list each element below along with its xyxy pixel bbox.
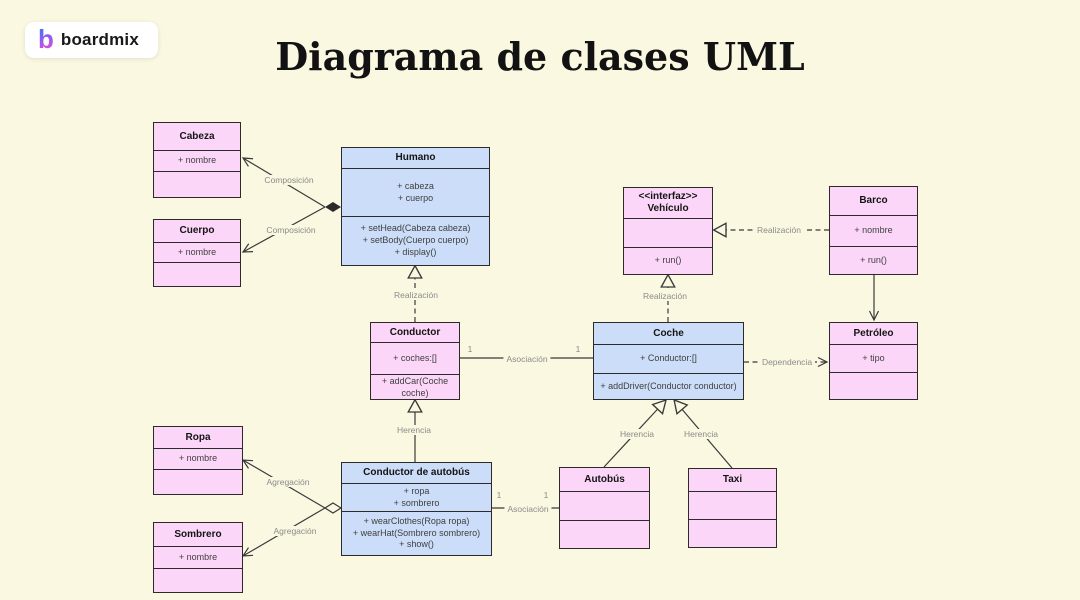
compartment-attributes: + ropa + sombrero [342, 483, 491, 511]
class-title: Conductor [389, 326, 441, 338]
edge-label-composicion-cuerpo: Composición [263, 225, 319, 235]
class-title: Cuerpo [179, 225, 215, 236]
boardmix-logo-icon: b [38, 24, 54, 54]
class-name: Vehículo [647, 203, 689, 214]
class-sombrero[interactable]: Sombrero + nombre [153, 522, 243, 593]
compartment-attributes: + nombre [154, 242, 240, 262]
edge-label-asociacion-conductor-coche: Asociación [503, 354, 551, 364]
attribute: + cabeza [397, 180, 434, 191]
class-humano[interactable]: Humano + cabeza + cuerpo + setHead(Cabez… [341, 147, 490, 266]
compartment-attributes: + nombre [154, 150, 240, 171]
attribute: + nombre [177, 155, 217, 166]
compartment-methods: + addCar(Coche coche) [371, 374, 459, 400]
compartment-methods: + run() [624, 247, 712, 274]
class-petroleo[interactable]: Petróleo + tipo [829, 322, 918, 400]
compartment-attributes: + Conductor:[] [594, 344, 743, 373]
attribute: + nombre [177, 246, 217, 257]
compartment-attributes: + tipo [830, 344, 917, 372]
class-title: Autobús [584, 473, 625, 485]
class-cuerpo[interactable]: Cuerpo + nombre [153, 219, 241, 287]
compartment-attributes: + nombre [154, 546, 242, 568]
edge-label-herencia-taxi: Herencia [680, 429, 722, 439]
method: + setBody(Cuerpo cuerpo) [362, 235, 469, 246]
edge-label-herencia-conductor: Herencia [393, 425, 435, 435]
method: + addCar(Coche coche) [381, 376, 449, 398]
class-title: Barco [859, 195, 888, 206]
stereotype: <<interfaz>> [638, 191, 698, 202]
class-title: Coche [653, 327, 684, 339]
attribute: + ropa [403, 485, 430, 496]
compartment-methods [154, 171, 240, 197]
attribute: + nombre [178, 551, 218, 562]
attribute: + tipo [862, 352, 885, 363]
multiplicity-coche: 1 [575, 344, 581, 354]
compartment-methods: + addDriver(Conductor conductor) [594, 373, 743, 399]
class-title: Petróleo [853, 327, 894, 339]
edge-label-realizacion-coche: Realización [640, 291, 690, 301]
edge-label-agregacion-sombrero: Agregación [270, 526, 320, 536]
compartment-methods: + setHead(Cabeza cabeza) + setBody(Cuerp… [342, 216, 489, 265]
attribute: + nombre [854, 225, 893, 236]
class-title: Sombrero [174, 528, 222, 540]
compartment-attributes [689, 491, 776, 519]
multiplicity-conductor-autobus: 1 [496, 490, 502, 500]
class-conductor[interactable]: Conductor + coches:[] + addCar(Coche coc… [370, 322, 460, 400]
method: + run() [860, 254, 887, 265]
method: + show() [399, 539, 434, 550]
compartment-methods [154, 469, 242, 494]
compartment-methods: + wearClothes(Ropa ropa) + wearHat(Sombr… [342, 511, 491, 555]
method: + run() [654, 255, 682, 266]
class-coche[interactable]: Coche + Conductor:[] + addDriver(Conduct… [593, 322, 744, 400]
class-taxi[interactable]: Taxi [688, 468, 777, 548]
aggregation-diamond-icon [323, 502, 343, 514]
compartment-attributes [624, 218, 712, 247]
edge-label-realizacion-humano: Realización [391, 290, 441, 300]
class-autobus[interactable]: Autobús [559, 467, 650, 549]
edge-label-composicion-cabeza: Composición [261, 175, 317, 185]
attribute: + nombre [178, 453, 218, 464]
compartment-attributes: + nombre [154, 448, 242, 469]
attribute: + coches:[] [393, 352, 437, 363]
class-title: Taxi [722, 474, 743, 485]
edge-label-asociacion-autobus: Asociación [504, 504, 552, 514]
compartment-methods [154, 262, 240, 286]
method: + setHead(Cabeza cabeza) [360, 223, 471, 234]
method: + wearClothes(Ropa ropa) [363, 515, 470, 526]
compartment-methods [830, 372, 917, 399]
attribute: + Conductor:[] [640, 353, 697, 364]
edge-label-dependencia: Dependencia [758, 357, 816, 367]
edge-label-agregacion-ropa: Agregación [263, 477, 313, 487]
page-title: Diagrama de clases UML [275, 34, 805, 79]
class-title: Conductor de autobús [363, 467, 470, 478]
composition-diamond-icon [325, 202, 341, 212]
class-conductor-de-autobus[interactable]: Conductor de autobús + ropa + sombrero +… [341, 462, 492, 556]
edge-label-herencia-autobus: Herencia [616, 429, 658, 439]
compartment-attributes [560, 491, 649, 520]
compartment-attributes: + cabeza + cuerpo [342, 168, 489, 216]
method: + addDriver(Conductor conductor) [600, 380, 737, 391]
class-cabeza[interactable]: Cabeza + nombre [153, 122, 241, 198]
boardmix-logo-text: boardmix [60, 30, 140, 49]
attribute: + sombrero [393, 497, 440, 508]
compartment-methods [560, 520, 649, 548]
attribute: + cuerpo [397, 192, 434, 203]
compartment-methods [154, 568, 242, 592]
edge-label-realizacion-barco: Realización [754, 225, 804, 235]
compartment-methods: + run() [830, 246, 917, 274]
compartment-attributes: + coches:[] [371, 342, 459, 374]
method: + display() [394, 246, 437, 257]
compartment-methods [689, 519, 776, 547]
class-ropa[interactable]: Ropa + nombre [153, 426, 243, 495]
class-vehiculo-interface[interactable]: <<interfaz>> Vehículo + run() [623, 187, 713, 275]
boardmix-logo[interactable]: b boardmix [25, 22, 158, 58]
class-barco[interactable]: Barco + nombre + run() [829, 186, 918, 275]
method: + wearHat(Sombrero sombrero) [352, 527, 481, 538]
multiplicity-conductor: 1 [467, 344, 473, 354]
class-title: Cabeza [179, 130, 215, 142]
class-title: Humano [395, 152, 436, 163]
class-title: <<interfaz>> Vehículo [624, 188, 712, 218]
multiplicity-autobus: 1 [543, 490, 549, 500]
class-title: Ropa [185, 431, 211, 443]
compartment-attributes: + nombre [830, 215, 917, 246]
